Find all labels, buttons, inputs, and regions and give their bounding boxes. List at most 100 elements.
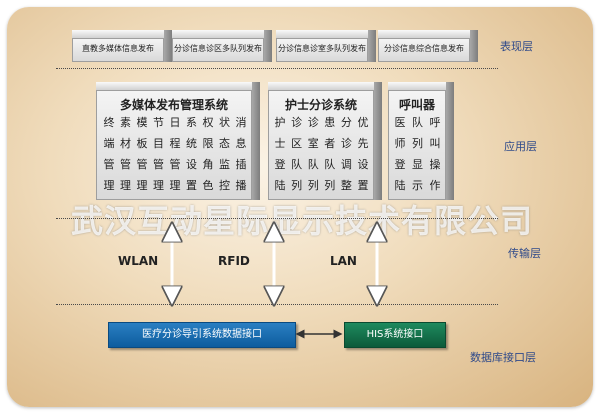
grid-char: 控 <box>219 179 230 192</box>
grid-char: 理 <box>136 179 148 192</box>
presentation-box-room-queue: 分诊信息诊室多队列发布 <box>276 30 376 62</box>
grid-char: 素 <box>120 116 131 129</box>
grid-char: 陆 <box>274 179 286 192</box>
grid-char: 显 <box>412 158 423 171</box>
presentation-box-label: 直教多媒体信息发布 <box>82 44 154 53</box>
grid-char: 设 <box>357 158 369 171</box>
grid-char: 诊 <box>291 116 303 129</box>
presentation-box-label: 分诊信息诊区多队列发布 <box>174 44 262 53</box>
protocol-label-rfid: RFID <box>218 254 250 268</box>
grid-char: 理 <box>153 179 164 192</box>
grid-char: 分 <box>340 116 352 129</box>
grid-char: 状 <box>219 116 230 129</box>
grid-char: 理 <box>169 179 181 192</box>
grid-char: 态 <box>219 137 230 150</box>
grid-char: 理 <box>120 179 131 192</box>
grid-char: 置 <box>186 179 197 192</box>
background-panel <box>7 7 593 407</box>
grid-char: 作 <box>429 179 441 192</box>
grid-char: 目 <box>153 137 164 150</box>
grid-char: 队 <box>291 158 303 171</box>
grid-char: 模 <box>136 116 148 129</box>
grid-char: 息 <box>235 137 247 150</box>
grid-char: 设 <box>186 158 197 171</box>
grid-char: 播 <box>235 179 247 192</box>
grid-char: 队 <box>307 158 319 171</box>
db-interface-box-triage: 医疗分诊导引系统数据接口 <box>108 322 296 348</box>
grid-char: 先 <box>357 137 369 150</box>
presentation-box-multimedia: 直教多媒体信息发布 <box>72 30 172 62</box>
grid-char: 操 <box>429 158 441 171</box>
char-grid: 护士登陆诊区队列诊室队列患者队列分诊调整优先设置 <box>269 91 373 199</box>
grid-char: 登 <box>394 158 406 171</box>
layer-label-application: 应用层 <box>504 140 537 153</box>
grid-char: 材 <box>120 137 131 150</box>
divider-presentation <box>56 68 498 69</box>
grid-char: 板 <box>136 137 148 150</box>
layer-label-database: 数据库接口层 <box>470 351 536 364</box>
grid-char: 消 <box>235 116 247 129</box>
layer-label-presentation: 表现层 <box>500 40 533 53</box>
grid-char: 室 <box>307 137 319 150</box>
grid-char: 登 <box>274 158 286 171</box>
grid-char: 色 <box>202 179 214 192</box>
app-box-multimedia: 多媒体发布管理系统 终端管理素材管理模板管理节目管理日程管理系统设置权限角色状态… <box>96 82 260 200</box>
app-box-caller: 呼叫器 医师登陆 队列显示 呼叫操作 <box>388 82 454 200</box>
grid-char: 管 <box>169 158 181 171</box>
grid-char: 示 <box>412 179 423 192</box>
divider-application <box>56 218 498 219</box>
grid-char: 日 <box>169 116 181 129</box>
grid-char: 士 <box>274 137 286 150</box>
grid-char: 师 <box>394 137 406 150</box>
grid-char: 区 <box>291 137 303 150</box>
grid-char: 程 <box>169 137 181 150</box>
grid-char: 队 <box>412 116 423 129</box>
grid-char: 患 <box>324 116 336 129</box>
grid-char: 调 <box>340 158 352 171</box>
grid-char: 列 <box>324 179 336 192</box>
grid-char: 理 <box>103 179 115 192</box>
presentation-box-label: 分诊信息综合信息发布 <box>384 44 464 53</box>
char-grid: 医师登陆 队列显示 呼叫操作 <box>389 91 445 199</box>
grid-char: 医 <box>394 116 406 129</box>
grid-char: 诊 <box>307 116 319 129</box>
grid-char: 整 <box>340 179 352 192</box>
grid-char: 管 <box>136 158 148 171</box>
grid-char: 系 <box>186 116 197 129</box>
grid-char: 叫 <box>429 137 441 150</box>
db-interface-box-his: HIS系统接口 <box>344 322 446 348</box>
app-box-title: 多媒体发布管理系统 <box>119 98 228 112</box>
grid-char: 陆 <box>394 179 406 192</box>
presentation-box-combined: 分诊信息综合信息发布 <box>378 30 478 62</box>
grid-char: 优 <box>357 116 369 129</box>
grid-char: 统 <box>186 137 197 150</box>
grid-char: 护 <box>274 116 286 129</box>
protocol-label-lan: LAN <box>330 254 357 268</box>
grid-char: 列 <box>412 137 423 150</box>
grid-char: 呼 <box>429 116 441 129</box>
grid-char: 列 <box>307 179 319 192</box>
grid-char: 限 <box>202 137 214 150</box>
app-box-title: 护士分诊系统 <box>284 98 357 112</box>
app-box-nurse: 护士分诊系统 护士登陆诊区队列诊室队列患者队列分诊调整优先设置 <box>268 82 382 200</box>
grid-char: 置 <box>357 179 369 192</box>
grid-char: 端 <box>103 137 115 150</box>
grid-char: 监 <box>219 158 230 171</box>
presentation-box-zone-queue: 分诊信息诊区多队列发布 <box>172 30 272 62</box>
grid-char: 终 <box>103 116 115 129</box>
grid-char: 队 <box>324 158 336 171</box>
grid-char: 者 <box>324 137 336 150</box>
grid-char: 管 <box>120 158 131 171</box>
grid-char: 诊 <box>340 137 352 150</box>
grid-char: 权 <box>202 116 214 129</box>
grid-char: 列 <box>291 179 303 192</box>
app-box-title: 呼叫器 <box>398 98 435 112</box>
protocol-label-wlan: WLAN <box>118 254 159 268</box>
presentation-box-label: 分诊信息诊室多队列发布 <box>278 44 366 53</box>
grid-char: 管 <box>103 158 115 171</box>
grid-char: 插 <box>235 158 247 171</box>
layer-label-transport: 传输层 <box>508 247 541 260</box>
company-watermark: 武汉互动星际显示技术有限公司 <box>70 202 533 240</box>
